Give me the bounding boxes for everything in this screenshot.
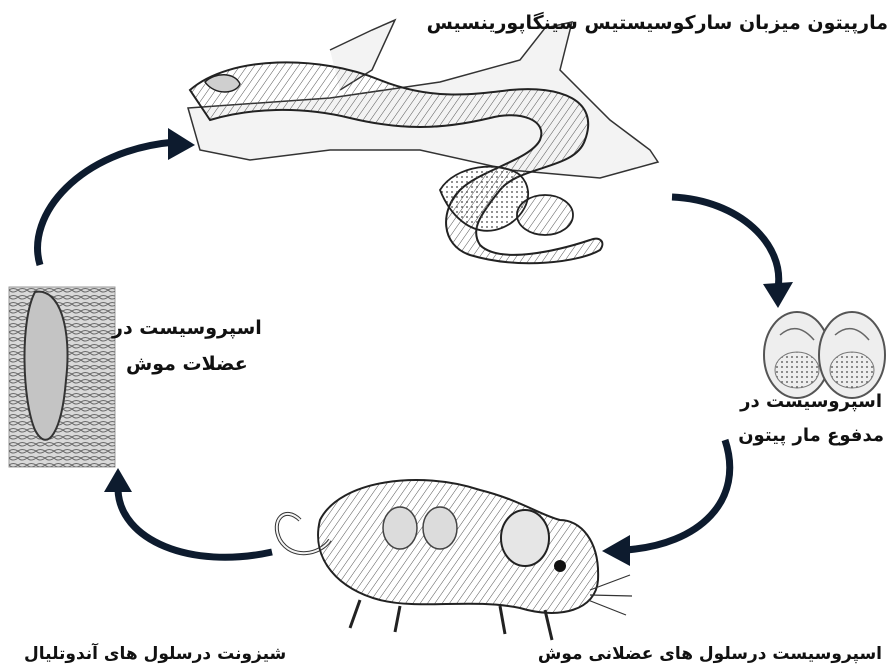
- sporocyst-muscle-cells-label: اسپروسیست درسلول های عضلانی موش: [538, 644, 882, 664]
- python-snake-illustration: [188, 20, 658, 263]
- title-label: مارپیتون میزبان سارکوسیستیس سینگاپورینسی…: [427, 12, 888, 34]
- cycle-arrow-bottom-right: [602, 440, 730, 566]
- sporocyst-feces-label-line2: مدفوع مار پیتون: [738, 419, 884, 453]
- sporocyst-feces-label: اسپروسیست در مدفوع مار پیتون: [738, 385, 884, 453]
- sarcocyst-micrograph: [9, 287, 115, 467]
- mouse-illustration: [277, 480, 632, 640]
- cycle-arrow-top-right: [672, 197, 793, 308]
- sporocyst-mouse-muscle-label-line1: اسپروسیست در: [112, 310, 262, 346]
- schizont-endothelial-label: شیزونت درسلول های آندوتلیال: [24, 644, 286, 664]
- cycle-arrow-bottom-left: [104, 468, 272, 557]
- sporocyst-mouse-muscle-label: اسپروسیست در عضلات موش: [112, 310, 262, 382]
- cycle-arrow-top-left: [38, 128, 195, 265]
- sporocyst-mouse-muscle-label-line2: عضلات موش: [112, 346, 262, 382]
- sporocyst-feces-label-line1: اسپروسیست در: [738, 385, 884, 419]
